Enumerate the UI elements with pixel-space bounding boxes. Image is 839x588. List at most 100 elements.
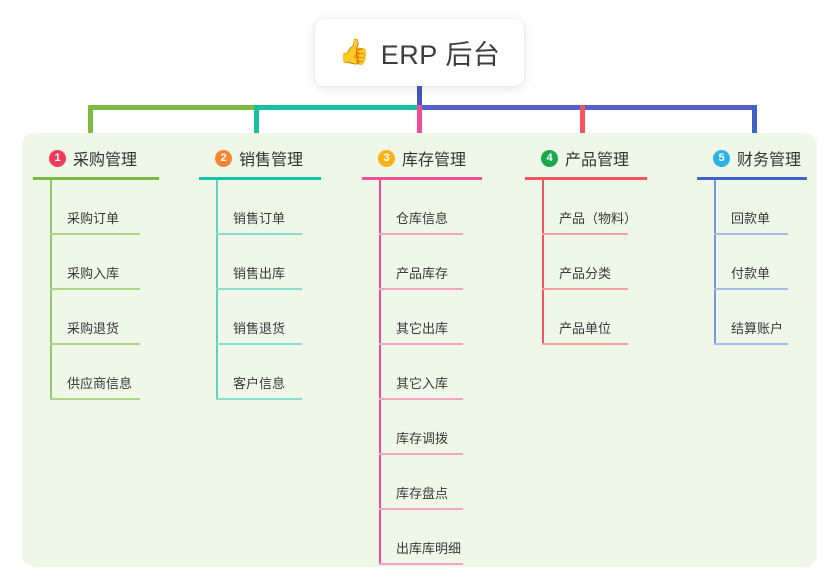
drop-connector-3 [417,105,422,157]
leaf-item[interactable]: 客户信息 [216,345,321,400]
leaf-item-label: 销售出库 [233,266,286,281]
column-title-3: 库存管理 [402,152,467,169]
column-spine-4 [542,180,544,345]
column-rule-2 [199,177,321,180]
column-items-4: 产品（物料） 产品分类产品单位 [525,180,647,345]
bus-segment-left [88,105,254,110]
leaf-item[interactable]: 销售出库 [216,235,321,290]
leaf-item-rule [216,288,302,290]
leaf-item-rule [542,343,628,345]
root-node[interactable]: 👍 ERP 后台 [315,19,524,86]
leaf-item-rule [379,343,463,345]
leaf-item-rule [216,398,302,400]
leaf-item-rule [379,288,463,290]
leaf-item-rule [542,288,628,290]
leaf-item[interactable]: 采购退货 [50,290,159,345]
leaf-item[interactable]: 产品（物料） [542,180,647,235]
leaf-item-rule [216,343,302,345]
leaf-item[interactable]: 销售订单 [216,180,321,235]
leaf-item-rule [379,233,463,235]
column-rule-4 [525,177,647,180]
leaf-item-label: 采购入库 [67,266,120,281]
leaf-item-label: 产品（物料） [559,211,638,226]
column-rule-5 [697,177,807,180]
bus-corner-left [88,105,93,157]
column-header-2[interactable]: 2 销售管理 [199,145,321,171]
bus-segment-right [417,105,757,110]
column-title-4: 产品管理 [565,152,630,169]
leaf-item-label: 库存盘点 [396,486,449,501]
leaf-item-rule [50,288,140,290]
leaf-item[interactable]: 供应商信息 [50,345,159,400]
leaf-item-rule [216,233,302,235]
column-spine-2 [216,180,218,400]
diagram-panel [22,133,817,567]
leaf-item[interactable]: 采购入库 [50,235,159,290]
leaf-item-label: 产品分类 [559,266,612,281]
leaf-item[interactable]: 采购订单 [50,180,159,235]
leaf-item-rule [379,508,463,510]
leaf-item[interactable]: 付款单 [714,235,807,290]
column-3: 3 库存管理仓库信息产品库存其它出库其它入库库存调拨库存盘点出库库明细 [362,145,482,565]
root-title: ERP 后台 [380,40,501,70]
column-header-4[interactable]: 4 产品管理 [525,145,647,171]
bus-corner-right [752,105,757,157]
leaf-item[interactable]: 库存调拨 [379,400,482,455]
column-badge-3: 3 [378,149,395,167]
leaf-item-label: 仓库信息 [396,211,449,226]
leaf-item-label: 其它入库 [396,376,449,391]
leaf-item[interactable]: 其它入库 [379,345,482,400]
column-header-3[interactable]: 3 库存管理 [362,145,482,171]
leaf-item-rule [542,233,628,235]
leaf-item-rule [50,233,140,235]
leaf-item-rule [379,563,463,565]
leaf-item[interactable]: 产品单位 [542,290,647,345]
leaf-item[interactable]: 出库库明细 [379,510,482,565]
leaf-item[interactable]: 其它出库 [379,290,482,345]
column-header-1[interactable]: 1 采购管理 [33,145,159,171]
leaf-item-label: 付款单 [731,266,771,281]
leaf-item-label: 其它出库 [396,321,449,336]
column-items-3: 仓库信息产品库存其它出库其它入库库存调拨库存盘点出库库明细 [362,180,482,565]
leaf-item-rule [50,343,140,345]
leaf-item-label: 供应商信息 [67,376,133,391]
trunk-connector [417,86,422,110]
drop-connector-2 [254,105,259,157]
column-2: 2 销售管理销售订单销售出库销售退货客户信息 [199,145,321,400]
leaf-item-label: 采购订单 [67,211,120,226]
column-title-5: 财务管理 [737,152,802,169]
leaf-item-rule [714,288,788,290]
leaf-item-rule [714,343,788,345]
column-items-2: 销售订单销售出库销售退货客户信息 [199,180,321,400]
bus-segment-mid [254,105,419,110]
column-rule-3 [362,177,482,180]
leaf-item-label: 结算账户 [731,321,784,336]
column-spine-1 [50,180,52,400]
column-badge-2: 2 [215,149,232,167]
leaf-item-rule [714,233,788,235]
leaf-item-label: 产品库存 [396,266,449,281]
leaf-item[interactable]: 产品库存 [379,235,482,290]
leaf-item-label: 销售订单 [233,211,286,226]
column-spine-5 [714,180,716,345]
column-items-5: 回款单付款单结算账户 [697,180,807,345]
column-badge-4: 4 [541,149,558,167]
leaf-item[interactable]: 仓库信息 [379,180,482,235]
leaf-item[interactable]: 销售退货 [216,290,321,345]
column-4: 4 产品管理产品（物料） 产品分类产品单位 [525,145,647,345]
drop-connector-4 [580,105,585,157]
leaf-item-rule [50,398,140,400]
column-title-2: 销售管理 [239,152,304,169]
leaf-item-label: 客户信息 [233,376,286,391]
column-badge-1: 1 [49,149,66,167]
leaf-item[interactable]: 结算账户 [714,290,807,345]
column-rule-1 [33,177,159,180]
leaf-item[interactable]: 库存盘点 [379,455,482,510]
leaf-item-label: 产品单位 [559,321,612,336]
leaf-item[interactable]: 产品分类 [542,235,647,290]
column-title-1: 采购管理 [73,152,138,169]
thumbs-up-icon: 👍 [338,38,370,66]
leaf-item[interactable]: 回款单 [714,180,807,235]
